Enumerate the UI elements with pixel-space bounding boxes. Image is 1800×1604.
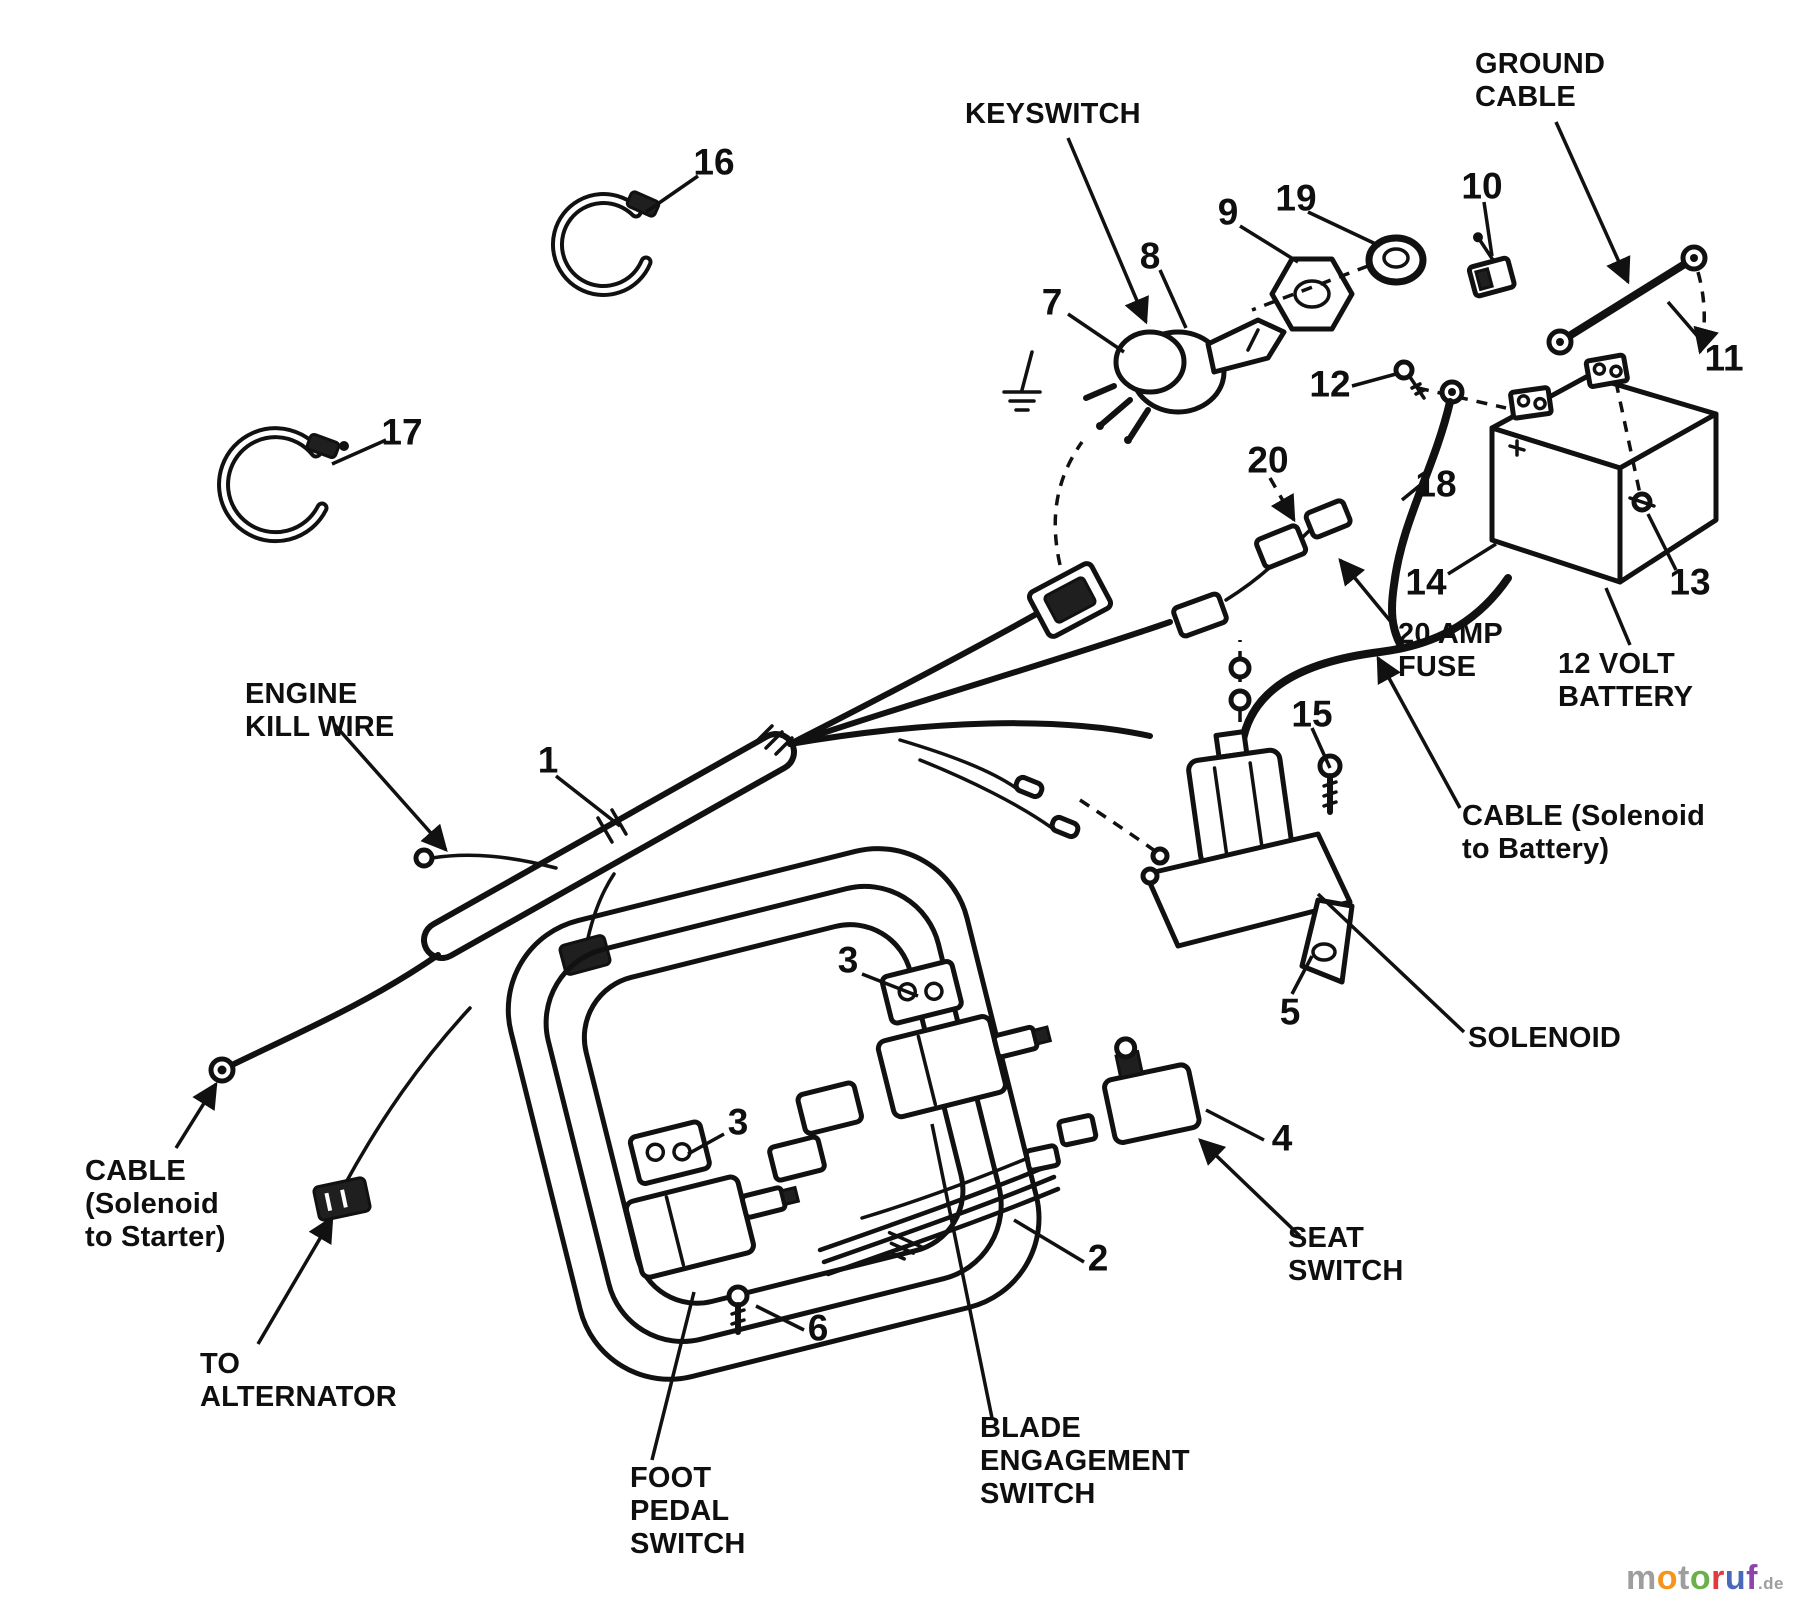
- part-number-2: 2: [1087, 1237, 1109, 1279]
- label-foot-pedal-switch: FOOT PEDAL SWITCH: [630, 1462, 746, 1561]
- ground-symbol-art: [1002, 350, 1042, 412]
- harness-wires-art: [787, 609, 1173, 858]
- watermark-word: motoruf: [1625, 1559, 1758, 1597]
- fuse-art: [1171, 498, 1353, 639]
- part-number-8: 8: [1139, 235, 1161, 277]
- seat-switch-harness-art: [817, 1162, 1061, 1277]
- part-number-20: 20: [1247, 439, 1289, 481]
- screw-6-art: [726, 1284, 750, 1335]
- part-number-17: 17: [381, 411, 423, 453]
- part-number-4: 4: [1271, 1117, 1293, 1159]
- label-seat-switch: SEAT SWITCH: [1288, 1222, 1404, 1288]
- part-number-3: 3: [727, 1101, 749, 1143]
- label-cable-solenoid-battery: CABLE (Solenoid to Battery): [1462, 800, 1706, 866]
- label-engine-kill-wire: ENGINE KILL WIRE: [245, 678, 395, 744]
- battery-lead-18-art: [1388, 379, 1465, 648]
- part-number-6: 6: [807, 1307, 829, 1349]
- part-number-10: 10: [1461, 165, 1503, 207]
- label-20-amp-fuse: 20 AMP FUSE: [1398, 618, 1503, 684]
- battery-art: [1489, 352, 1719, 585]
- cable-solenoid-battery-art: [1238, 574, 1512, 749]
- wire-clip-17-art: [217, 426, 349, 544]
- ground-cable-art: [1546, 244, 1719, 356]
- solenoid-art: [1140, 640, 1355, 985]
- part-number-12: 12: [1309, 363, 1351, 405]
- toggle-part-art: [1466, 232, 1517, 299]
- part-number-13: 13: [1669, 561, 1711, 603]
- keyswitch-connector-art: [1026, 440, 1114, 639]
- seat-switch-art: [860, 1036, 1202, 1220]
- part-number-19: 19: [1275, 177, 1317, 219]
- blade-engagement-switch-art: [875, 959, 1053, 1120]
- label-keyswitch: KEYSWITCH: [965, 98, 1141, 130]
- ground-symbol-2-art: [887, 1230, 925, 1261]
- arrow-leaders: [174, 121, 1631, 1345]
- label-12-volt-battery: 12 VOLT BATTERY: [1558, 648, 1694, 714]
- main-harness-art: [421, 724, 797, 961]
- keyswitch-nut-art: [1251, 256, 1369, 332]
- keyswitch-ring-art: [1365, 234, 1427, 286]
- leader-lines: [331, 174, 1708, 1461]
- foot-pedal-switch-art: [623, 1119, 801, 1280]
- watermark-motoruf: motoruf.de: [1626, 1559, 1784, 1598]
- label-blade-engagement-switch: BLADE ENGAGEMENT SWITCH: [980, 1412, 1190, 1511]
- part-number-9: 9: [1217, 191, 1239, 233]
- cable-to-starter-art: [208, 952, 441, 1084]
- part-number-11: 11: [1704, 337, 1744, 379]
- label-solenoid: SOLENOID: [1468, 1022, 1622, 1054]
- label-to-alternator: TO ALTERNATOR: [200, 1348, 397, 1414]
- part-number-7: 7: [1041, 281, 1063, 323]
- watermark-suffix: .de: [1757, 1574, 1784, 1593]
- part-number-3: 3: [837, 939, 859, 981]
- part-number-15: 15: [1291, 693, 1333, 735]
- wire-clip-16-art: [551, 190, 661, 297]
- mid-connectors-art: [767, 1080, 864, 1183]
- label-ground-cable: GROUND CABLE: [1475, 48, 1606, 114]
- part-number-18: 18: [1415, 463, 1457, 505]
- part-number-14: 14: [1405, 561, 1447, 603]
- label-cable-solenoid-starter: CABLE (Solenoid to Starter): [85, 1155, 226, 1254]
- part-number-16: 16: [693, 141, 735, 183]
- keyswitch-art: [1083, 317, 1287, 444]
- engine-kill-wire-art: [413, 847, 558, 870]
- part-number-5: 5: [1279, 991, 1301, 1033]
- part-number-1: 1: [537, 739, 559, 781]
